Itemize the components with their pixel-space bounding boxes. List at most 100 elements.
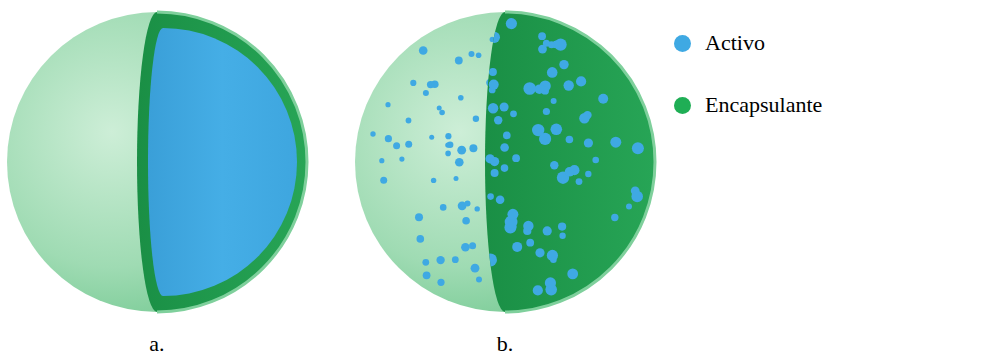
legend-swatch [674,35,691,52]
active-dot [440,204,447,211]
active-dot [510,110,517,117]
active-dot [455,57,463,65]
active-dot [484,253,497,266]
active-dot [476,53,482,59]
active-dot [538,32,546,40]
active-dot [489,68,497,76]
active-dot [437,105,442,110]
active-dot [551,98,557,104]
active-dot [406,118,412,124]
active-dot [461,243,470,252]
active-dot [579,113,589,123]
active-dot [611,214,618,221]
active-dot [512,242,522,252]
active-dot [462,217,470,225]
active-dot [543,226,552,235]
active-dot [559,60,568,69]
active-dot [632,142,644,154]
active-dot [385,102,390,107]
legend-swatch [674,97,691,114]
active-dot [545,277,556,288]
active-dot [436,256,444,264]
active-dot [631,191,643,203]
active-dot [410,80,416,86]
active-dot [543,108,550,115]
active-dot [393,142,400,149]
active-dot [445,151,451,157]
active-dot [506,18,517,29]
active-dot [437,279,444,286]
active-dot [447,141,454,148]
active-dot [535,248,544,257]
active-dot [565,167,575,177]
active-dot [458,95,464,101]
active-dot [500,103,509,112]
active-dot [423,90,429,96]
active-dot [503,132,511,140]
active-dot [550,256,557,263]
figure-label: a. [149,331,164,357]
active-dot [584,138,593,147]
active-dot [559,233,565,239]
active-dot [455,158,464,167]
active-dot [445,133,451,139]
active-dot [564,80,574,90]
figure-label: b. [497,331,514,357]
active-dot [496,195,505,204]
active-dot [379,158,384,163]
active-dot [487,193,494,200]
active-dot [429,135,434,140]
active-dot [471,264,480,273]
active-dot [523,82,536,95]
active-dot [439,110,445,116]
active-dot [626,204,632,210]
active-dot [454,176,459,181]
active-dot [576,76,586,86]
legend-item: Activo [674,30,765,56]
matrix-capsule [355,12,655,312]
active-dot [475,206,480,211]
active-dot [385,135,392,142]
active-dot [491,169,499,177]
active-dot [535,84,545,94]
active-dot [566,136,574,144]
active-dot [452,256,459,263]
active-dot [427,81,434,88]
active-dot [500,143,509,152]
active-dot [488,103,498,113]
legend-text: Encapsulante [705,92,822,118]
active-dot [423,271,431,279]
active-dot [550,161,558,169]
active-dot [576,178,583,185]
active-dot [551,124,563,136]
active-dot [567,269,578,280]
active-dot [489,32,500,43]
active-dot [526,239,534,247]
active-dot [610,137,621,148]
active-dot [507,209,518,220]
active-dot [485,294,495,304]
active-dot [512,154,520,162]
active-dot [419,46,428,55]
active-dot [469,242,476,249]
core-shell-capsule [7,12,307,312]
active-dot [422,259,429,266]
active-dot [415,213,423,221]
active-dot [370,131,375,136]
active-dot [533,285,543,295]
active-dot [399,157,404,162]
active-dot [585,171,591,177]
active-dot [473,116,479,122]
active-dot [465,201,471,207]
active-dot [598,94,608,104]
active-dot [489,80,499,90]
active-dot [405,141,412,148]
active-dot [457,146,466,155]
active-dot [523,221,533,231]
active-dot [558,223,566,231]
active-dot [431,178,436,183]
active-dot [547,67,558,78]
active-dot [592,157,599,164]
active-dot [538,45,547,54]
